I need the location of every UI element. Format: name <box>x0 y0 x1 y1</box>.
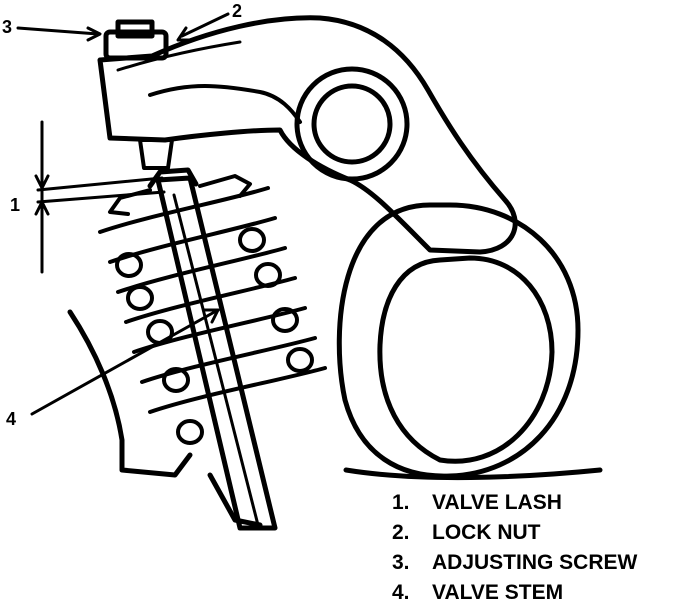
lock-nut-top <box>115 19 155 39</box>
adjusting-screw-threads <box>138 138 174 170</box>
camshaft-base-line <box>343 467 603 481</box>
legend-item-text: LOCK NUT <box>432 521 541 544</box>
spring-coil-end <box>286 347 314 373</box>
rocker-arm <box>97 15 518 255</box>
spring-coil-end <box>115 252 143 278</box>
rocker-arm-edge <box>116 40 242 72</box>
legend-item-text: VALVE STEM <box>432 581 564 604</box>
camshaft-lobe <box>377 255 555 464</box>
lock-nut <box>103 29 169 61</box>
leader-line-3 <box>16 26 100 36</box>
spring-coil-end <box>126 285 154 311</box>
legend-item: 3. ADJUSTING SCREW <box>392 548 637 578</box>
leader-line-4 <box>30 308 220 416</box>
legend-item: 1. VALVE LASH <box>392 488 637 518</box>
spring-coil <box>148 366 327 414</box>
rocker-pivot-outer <box>294 66 410 182</box>
legend-item-number: 1. <box>392 491 410 514</box>
leader-arrow-2 <box>176 26 194 42</box>
rocker-arm-highlight <box>148 84 302 124</box>
spring-coil-end <box>162 367 190 393</box>
callout-4: 4 <box>6 409 17 429</box>
legend-item: 2. LOCK NUT <box>392 518 637 548</box>
spring-coil <box>108 216 277 264</box>
legend-item-text: ADJUSTING SCREW <box>432 551 638 574</box>
lash-gap-line-top <box>36 176 164 192</box>
spring-coil <box>98 186 270 234</box>
leader-arrow-4 <box>202 308 220 324</box>
legend-item-number: 3. <box>392 551 410 574</box>
spring-coil-end <box>254 262 282 288</box>
callout-3: 3 <box>2 17 13 37</box>
spring-coil-end <box>238 227 266 253</box>
spring-coil <box>140 336 317 384</box>
spring-coil-end <box>146 319 174 345</box>
legend-item-text: VALVE LASH <box>432 491 562 514</box>
legend-item-number: 4. <box>392 581 410 604</box>
spring-coil-end <box>271 307 299 333</box>
legend-item-number: 2. <box>392 521 410 544</box>
valve-stem <box>155 175 278 531</box>
rocker-pivot-inner <box>311 83 393 165</box>
legend-item: 4. VALVE STEM <box>392 578 637 608</box>
leader-arrow-3 <box>86 26 102 42</box>
lash-arrow-down <box>34 174 50 190</box>
callout-2: 2 <box>232 1 243 21</box>
callout-1: 1 <box>10 195 21 215</box>
cylinder-head-outline <box>67 309 193 478</box>
cylinder-head-lower-outline <box>207 472 263 528</box>
spring-coil-end <box>176 419 204 445</box>
leader-line-2 <box>180 12 230 38</box>
camshaft-outer <box>336 202 581 479</box>
legend: 1. VALVE LASH 2. LOCK NUT 3. ADJUSTING SCRE… <box>392 488 637 608</box>
lash-gap-line-bottom <box>36 190 166 204</box>
